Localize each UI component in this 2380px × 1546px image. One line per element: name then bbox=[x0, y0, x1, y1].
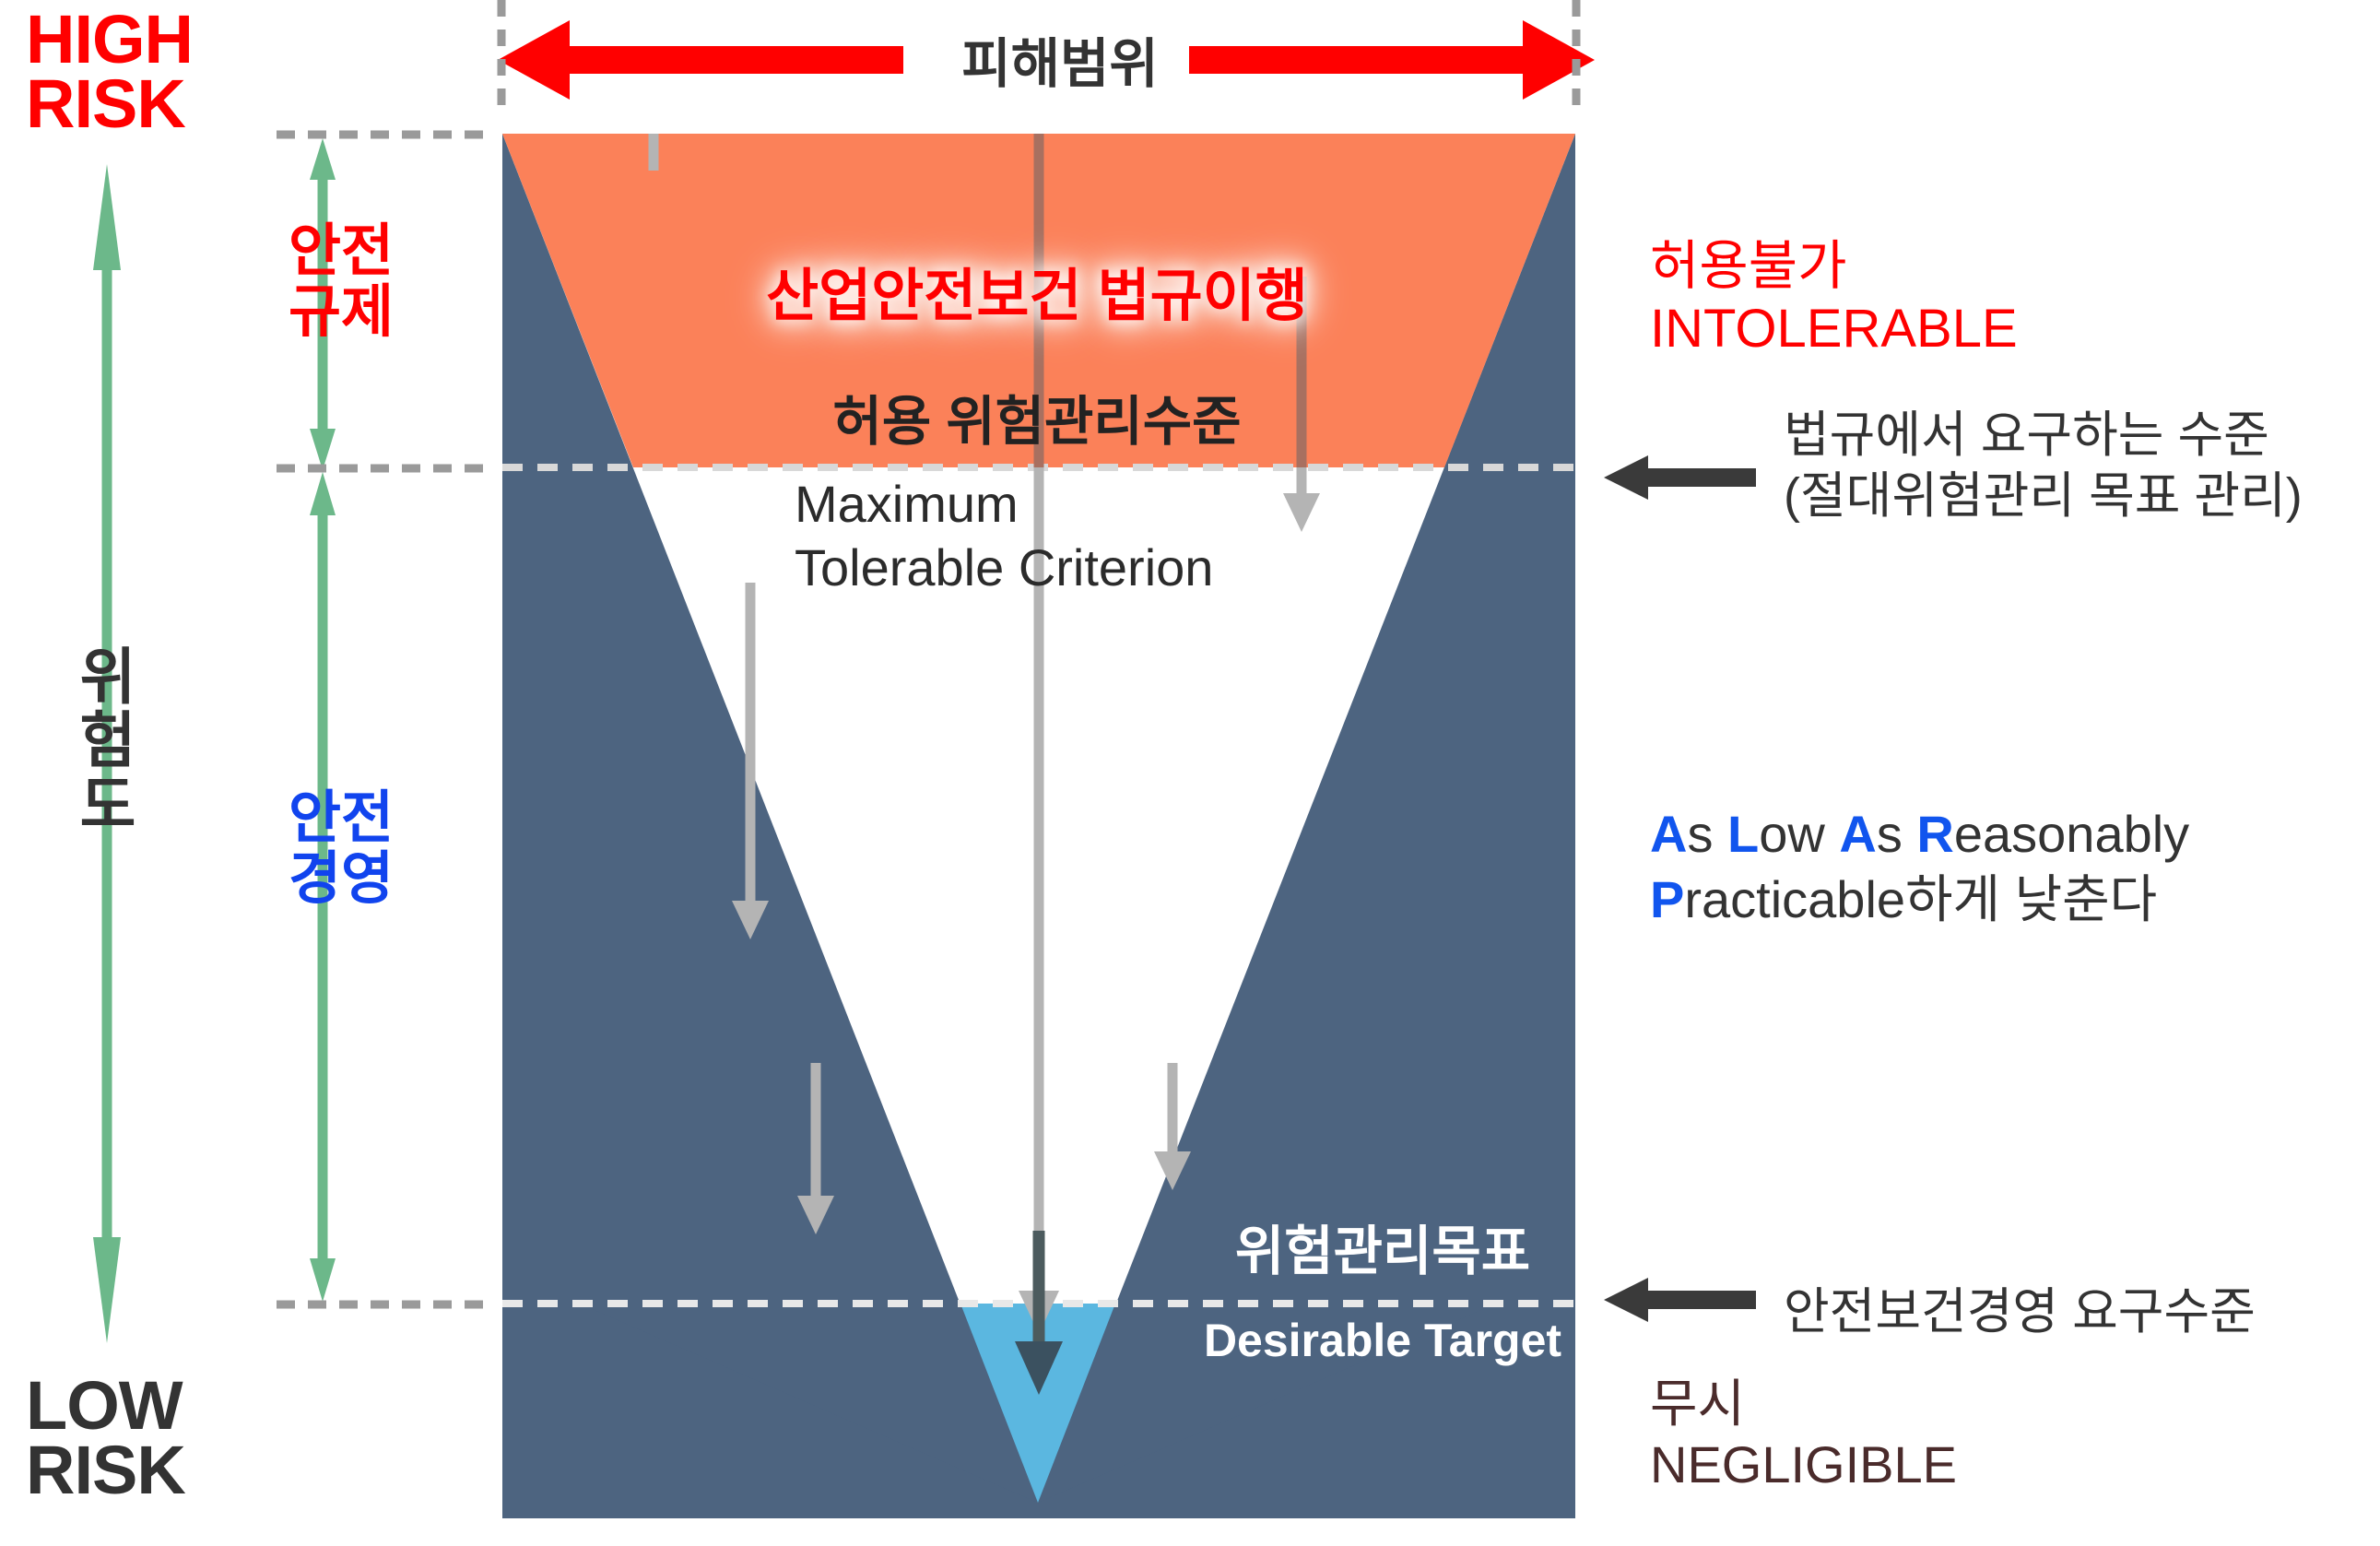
alarp-cap-r: R bbox=[1916, 805, 1954, 863]
alarp-cap-l: L bbox=[1727, 805, 1760, 863]
safety-regulation-line-2: 규제 bbox=[288, 279, 395, 344]
desirable-target-text: Desirable Target bbox=[1203, 1315, 1562, 1366]
dashed-level-line-top bbox=[277, 130, 489, 139]
safety-regulation-label: 안전 규제 bbox=[263, 221, 419, 342]
alarp-line-2: Practicable하게 낮춘다 bbox=[1650, 867, 2314, 933]
risk-axis-char-3: 도 bbox=[79, 770, 136, 839]
high-risk-line-1: HIGH bbox=[26, 1, 194, 77]
legal-level-arrow-left-icon bbox=[1604, 455, 1756, 500]
damage-scope-label: 피해범위 bbox=[961, 34, 1159, 94]
max-criterion-line-2: Tolerable Criterion bbox=[795, 538, 1214, 597]
final-target-arrow-head bbox=[1015, 1341, 1063, 1395]
alarp-line-1: As Low As Reasonably bbox=[1650, 805, 2190, 863]
high-risk-label: HIGH RISK bbox=[26, 1, 265, 143]
negligible-annotation: 무시 NEGLIGIBLE bbox=[1650, 1374, 2240, 1495]
funnel-desirable-target-wedge bbox=[960, 1304, 1115, 1503]
risk-axis-char-1: 위 bbox=[79, 643, 136, 711]
maximum-tolerable-criterion-text: Maximum Tolerable Criterion bbox=[795, 472, 1366, 600]
reduction-arrow-right-upper-head bbox=[1283, 493, 1320, 532]
risk-reduction-arrows bbox=[648, 134, 659, 171]
negligible-en: NEGLIGIBLE bbox=[1650, 1435, 1958, 1494]
risk-management-target-text: 위험관리목표 bbox=[1234, 1221, 1531, 1281]
alarp-cap-a2: A bbox=[1839, 805, 1877, 863]
damage-scope-double-arrow-icon bbox=[498, 20, 1595, 100]
low-risk-line-1: LOW bbox=[26, 1367, 183, 1444]
reduction-arrow-lowerleft-head bbox=[797, 1196, 834, 1234]
legal-level-line-2: (절대위험관리 목표 관리) bbox=[1784, 467, 2303, 524]
risk-axis-vertical-label: 위 험 도 bbox=[57, 643, 159, 839]
mgmt-level-arrow-left-icon bbox=[1604, 1278, 1756, 1322]
alarp-line-2-rest: racticable하게 낮춘다 bbox=[1684, 869, 2158, 928]
intolerable-annotation: 허용불가 INTOLERABLE bbox=[1650, 235, 2240, 361]
safety-management-label: 안전 경영 bbox=[263, 788, 419, 909]
high-risk-line-2: RISK bbox=[26, 65, 186, 143]
safety-management-required-level-annotation: 안전보건경영 요구수준 bbox=[1784, 1284, 2256, 1339]
legal-required-level-annotation: 법규에서 요구하는 수준 (절대위험관리 목표 관리) bbox=[1784, 406, 2374, 527]
intolerable-en: INTOLERABLE bbox=[1650, 299, 2018, 360]
risk-funnel-diagram bbox=[502, 134, 1575, 1518]
max-criterion-line-1: Maximum bbox=[795, 475, 1019, 533]
dashed-level-line-middle bbox=[277, 464, 489, 473]
alarp-cap-a1: A bbox=[1650, 805, 1688, 863]
risk-axis-char-2: 험 bbox=[79, 706, 136, 775]
dashed-guide-left bbox=[497, 0, 506, 109]
alarp-annotation: As Low As Reasonably Practicable하게 낮춘다 bbox=[1650, 802, 2314, 932]
law-compliance-text: 산업안전보건 법규이행 bbox=[766, 265, 1308, 328]
allowed-risk-level-text: 허용 위험관리수준 bbox=[832, 392, 1242, 452]
legal-level-line-1: 법규에서 요구하는 수준 bbox=[1784, 407, 2269, 463]
negligible-ko: 무시 bbox=[1650, 1375, 1746, 1433]
dashed-guide-right bbox=[1572, 0, 1581, 109]
safety-management-line-1: 안전 bbox=[288, 786, 395, 850]
reduction-arrow-left-head bbox=[732, 901, 769, 939]
safety-management-line-2: 경영 bbox=[288, 846, 395, 911]
intolerable-ko: 허용불가 bbox=[1650, 236, 1847, 296]
safety-regulation-range-arrow-icon bbox=[310, 138, 336, 470]
safety-management-range-arrow-icon bbox=[310, 472, 336, 1302]
low-risk-line-2: RISK bbox=[26, 1432, 186, 1509]
alarp-cap-p: P bbox=[1650, 869, 1685, 928]
reduction-arrow-lowerright-head bbox=[1154, 1151, 1191, 1190]
low-risk-label: LOW RISK bbox=[26, 1367, 284, 1509]
risk-axis-double-arrow-icon bbox=[93, 164, 121, 1343]
safety-regulation-line-1: 안전 bbox=[288, 219, 395, 283]
dashed-level-line-bottom bbox=[277, 1300, 489, 1309]
